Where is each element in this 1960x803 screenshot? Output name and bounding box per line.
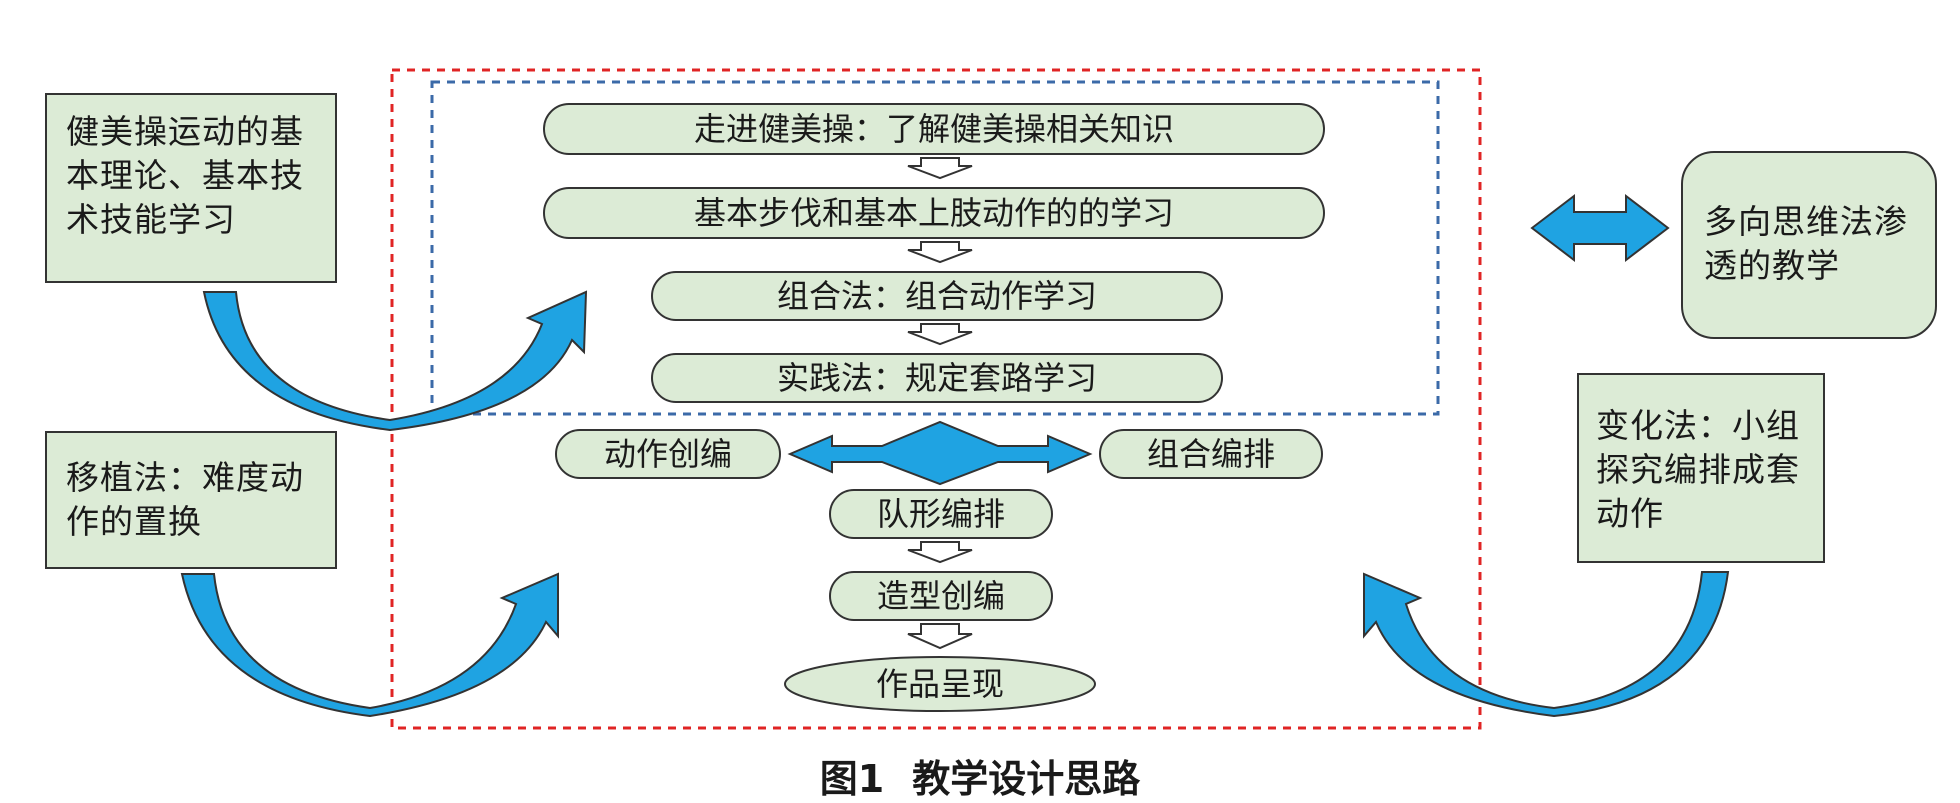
step5-pill	[829, 489, 1053, 539]
caption-title: 教学设计思路	[912, 757, 1141, 801]
step7-ellipse	[784, 656, 1096, 712]
theory-box	[45, 93, 337, 283]
inner-blue-dashed-frame	[430, 80, 1440, 416]
down-arrow-icon	[907, 541, 973, 564]
step6-label: 造型创编	[876, 577, 1005, 615]
caption-number: 图1	[819, 757, 885, 801]
step2-pill	[543, 187, 1325, 239]
right-branch-label: 组合编排	[1146, 435, 1275, 473]
step1-label: 走进健美操：了解健美操相关知识	[693, 110, 1174, 148]
left-branch-label: 动作创编	[603, 435, 732, 473]
step6-pill	[829, 571, 1053, 621]
figure-caption: 图1 教学设计思路	[0, 748, 1960, 803]
four-way-arrow-icon	[787, 420, 1093, 486]
transplant-box-text: 移植法：难度动作的置换	[66, 458, 304, 541]
down-arrow-icon	[907, 323, 973, 346]
curved-arrow-icon	[1363, 571, 1730, 718]
down-arrow-icon	[907, 157, 973, 180]
step1-pill	[543, 103, 1325, 155]
step4-label: 实践法：规定套路学习	[776, 359, 1097, 397]
down-arrow-icon	[907, 241, 973, 264]
step7-label: 作品呈现	[875, 665, 1004, 703]
curved-arrow-icon	[180, 572, 559, 718]
multi-direction-box-text: 多向思维法渗透的教学	[1704, 202, 1908, 285]
curved-arrow-icon	[202, 290, 588, 432]
multi-direction-box	[1681, 151, 1937, 339]
double-arrow-icon	[1530, 193, 1670, 263]
step5-label: 队形编排	[876, 495, 1005, 533]
transplant-box	[45, 431, 337, 569]
step3-label: 组合法：组合动作学习	[776, 277, 1097, 315]
down-arrow-icon	[907, 623, 973, 650]
right-branch-pill	[1099, 429, 1323, 479]
step2-label: 基本步伐和基本上肢动作的的学习	[693, 194, 1174, 232]
left-branch-pill	[555, 429, 781, 479]
change-box-text: 变化法：小组探究编排成套动作	[1596, 406, 1800, 533]
step4-pill	[651, 353, 1223, 403]
outer-red-dashed-frame	[390, 68, 1482, 730]
change-box	[1577, 373, 1825, 563]
step3-pill	[651, 271, 1223, 321]
theory-box-text: 健美操运动的基本理论、基本技术技能学习	[66, 112, 304, 239]
